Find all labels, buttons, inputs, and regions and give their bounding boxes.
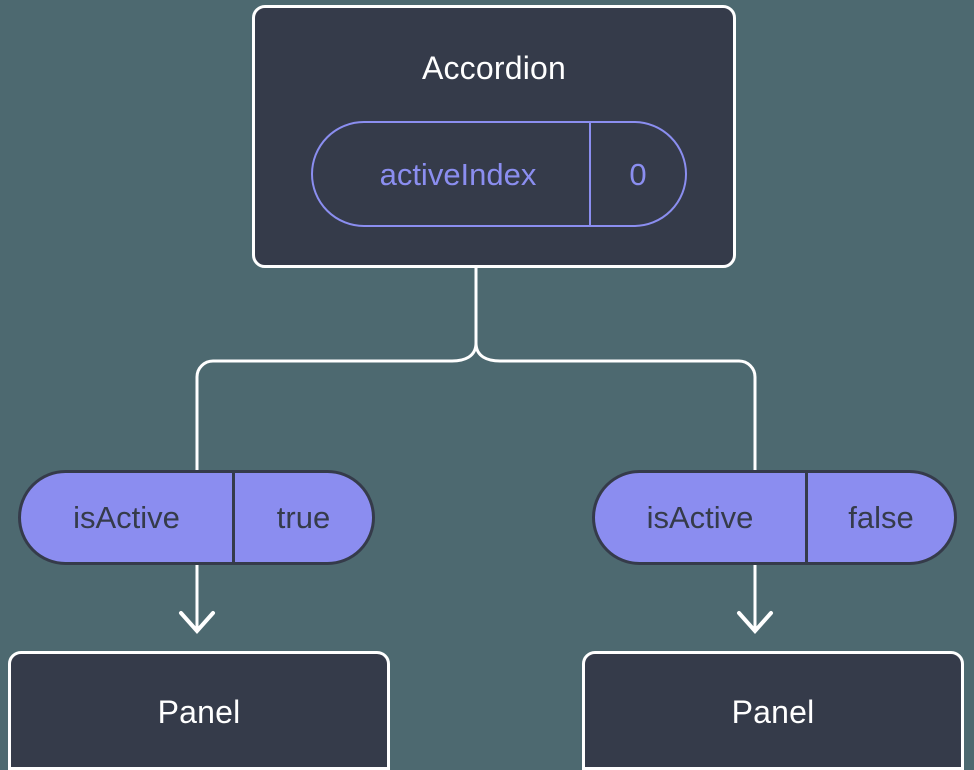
connector-branch-right <box>738 359 757 470</box>
node-accordion-title: Accordion <box>421 50 567 86</box>
prop-pill-is-active-true[interactable]: isActive true <box>18 470 375 565</box>
node-panel-right-title: Panel <box>731 694 815 730</box>
state-pill-key: activeIndex <box>379 156 537 192</box>
node-panel-left[interactable]: Panel <box>8 651 390 770</box>
node-panel-left-title: Panel <box>157 694 241 730</box>
prop-pill-is-active-false[interactable]: isActive false <box>592 470 957 565</box>
arrow-down-icon <box>737 611 773 635</box>
node-accordion[interactable]: Accordion activeIndex 0 <box>252 5 736 268</box>
connector-junction-left <box>213 342 478 363</box>
connector-branch-left <box>195 359 214 470</box>
prop-pill-key: isActive <box>73 500 180 535</box>
arrow-down-icon <box>179 611 215 635</box>
prop-pill-value: true <box>232 473 372 562</box>
state-pill-value: 0 <box>589 123 685 225</box>
connector-junction-right <box>474 342 739 363</box>
prop-pill-key: isActive <box>646 500 754 535</box>
node-panel-right[interactable]: Panel <box>582 651 964 770</box>
prop-pill-value: false <box>805 473 954 562</box>
state-pill-active-index[interactable]: activeIndex 0 <box>311 121 687 227</box>
